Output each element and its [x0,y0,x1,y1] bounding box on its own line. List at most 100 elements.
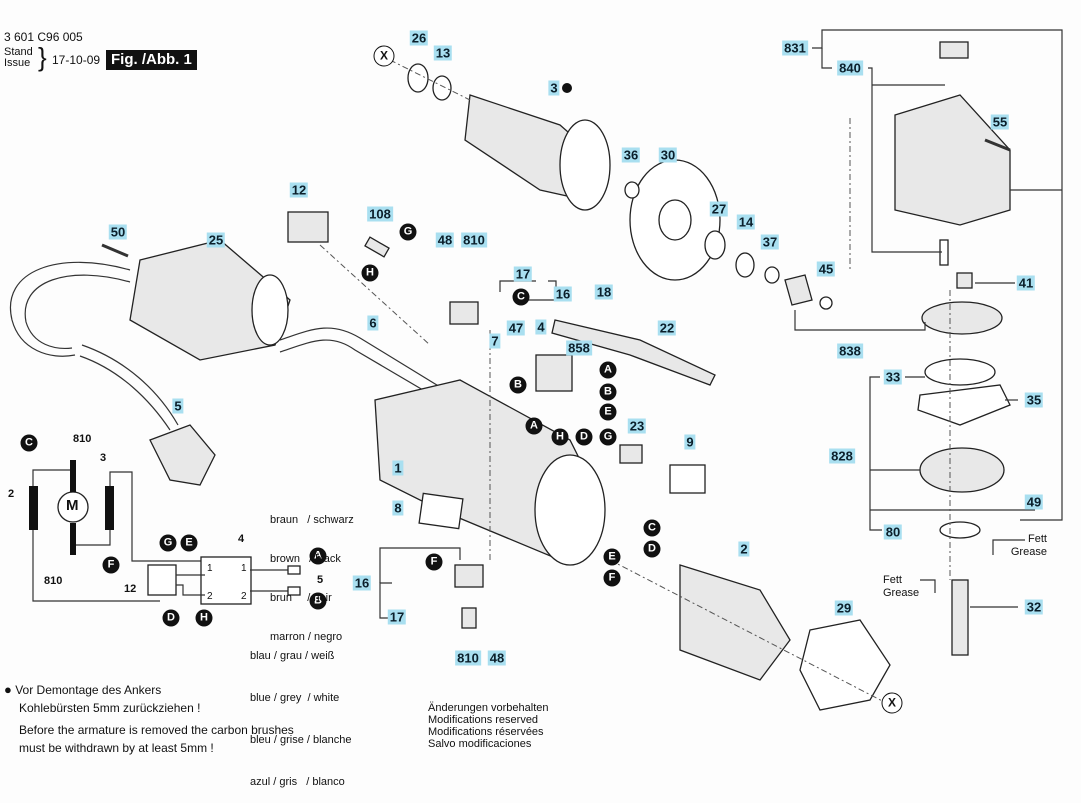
part-label-7: 7 [489,333,501,349]
part-label-13: 13 [433,45,453,61]
issue-date: 17-10-09 [52,53,101,67]
part-label-22: 22 [657,320,677,336]
connector-bubble-c: C [643,519,661,537]
stand-issue-label: Stand Issue [4,47,33,69]
field-coil-shape [679,564,791,681]
grease-note-en: Grease [1010,546,1047,558]
wire-color-line: bleu / grise / blanche [250,734,352,746]
mods-de: Änderungen vorbehalten [428,702,549,714]
issue-label: Issue [4,57,31,69]
wire-color-line: braun / schwarz [270,514,354,526]
suppressor-shape [287,211,329,243]
gear-head-shape [894,94,1011,226]
brush-bottom [70,523,76,555]
warning-en-line-1: Before the armature is removed the carbo… [19,723,294,737]
mods-fr: Modifications réservées [428,726,544,738]
wiring-label-810-bottom: 810 [44,575,63,587]
part-label-858: 858 [566,340,592,356]
connector-bubble-g: G [399,223,417,241]
part-label-25: 25 [206,232,226,248]
power-cord-curve [9,261,131,357]
wire-color-line: blau / grau / weiß [250,650,335,662]
wiring-label-5: 5 [317,574,324,586]
modifications-note: Änderungen vorbehalten Modifications res… [428,702,548,750]
part-label-108: 108 [367,206,393,222]
guard-shape [799,619,891,711]
wire-color-line: azul / gris / blanco [250,776,345,788]
cord-section-6 [279,327,446,391]
connector-bubble-b: B [509,376,527,394]
wire-color-line: brown / black [270,553,341,565]
part-label-30: 30 [658,147,678,163]
brush-top [70,460,76,492]
mods-es: Salvo modificaciones [428,738,532,750]
part-label-831: 831 [782,40,808,56]
field-coil-left [29,486,38,530]
brush-holder-lower-shape [454,564,484,588]
part-label-1: 1 [392,460,404,476]
power-cord-curve-inner [24,274,131,349]
wiring-label-2: 2 [8,488,15,500]
grease-note-en: Grease [883,587,920,599]
grease-note-2: Fett Grease [883,574,919,600]
part-label-80: 80 [883,524,903,540]
part-label-50: 50 [108,224,128,240]
part-label-41: 41 [1016,275,1036,291]
part-label-6: 6 [367,315,379,331]
wiring-bubble-a: A [309,547,327,565]
wiring-bubble-f: F [102,556,120,574]
washer-shape [939,521,981,539]
pinion-shape [784,274,813,306]
switch-terminal-1-right: 1 [241,563,247,574]
connector-bubble-g: G [599,428,617,446]
warning-en-line-2: must be withdrawn by at least 5mm ! [19,741,214,755]
connector-bubble-h: H [551,428,569,446]
wiring-bubble-g: G [159,534,177,552]
part-label-4: 4 [535,319,547,335]
part-label-12: 12 [289,182,309,198]
part-label-14: 14 [736,214,756,230]
armature-note-dot-icon [562,83,572,93]
connector-bubble-a: A [525,417,543,435]
grease-note-de: Fett [1028,533,1047,545]
connector-bubble-b: B [599,383,617,401]
label-8-shape [418,492,464,530]
switch-terminal-1-left: 1 [207,563,213,574]
part-label-49: 49 [1024,494,1044,510]
switch-terminal-2-left: 2 [207,591,213,602]
grease-note-de: Fett [883,574,902,586]
part-label-17: 17 [513,266,533,282]
x-reference-marker: X [881,692,903,714]
stand-label: Stand [4,46,33,58]
connector-bubble-d: D [575,428,593,446]
wire-colors-top: braun / schwarz brown / black brun / noi… [270,488,354,657]
part-label-55: 55 [990,114,1010,130]
field-coil-right [105,486,114,530]
part-label-8: 8 [392,500,404,516]
plug-shape [149,424,216,486]
part-label-9: 9 [684,434,696,450]
part-label-32: 32 [1024,599,1044,615]
part-label-810: 810 [455,650,481,666]
bearing-13-shape [432,75,452,101]
warning-de-line-1: Vor Demontage des Ankers [15,683,162,697]
crown-gear-shape [921,301,1003,335]
armature-warning: ● Vor Demontage des Ankers Kohlebürsten … [4,681,294,757]
part-label-26: 26 [409,30,429,46]
spindle-lock-shape [939,41,969,59]
part-label-35: 35 [1024,392,1044,408]
part-label-810: 810 [461,232,487,248]
switch-shape [535,354,573,392]
power-cord-lower [79,355,171,431]
exploded-view-drawing [9,29,1063,711]
switch-terminal-2-right: 2 [241,591,247,602]
part-label-48: 48 [435,232,455,248]
part-label-838: 838 [837,343,863,359]
document-number: 3 601 C96 005 [4,30,83,44]
wire-color-line: brun / noir [270,592,332,604]
o-ring-shape [924,358,996,386]
part-label-33: 33 [883,369,903,385]
part-label-840: 840 [837,60,863,76]
bullet-dot-icon: ● [4,682,12,697]
brush-holder-shape [449,301,479,325]
